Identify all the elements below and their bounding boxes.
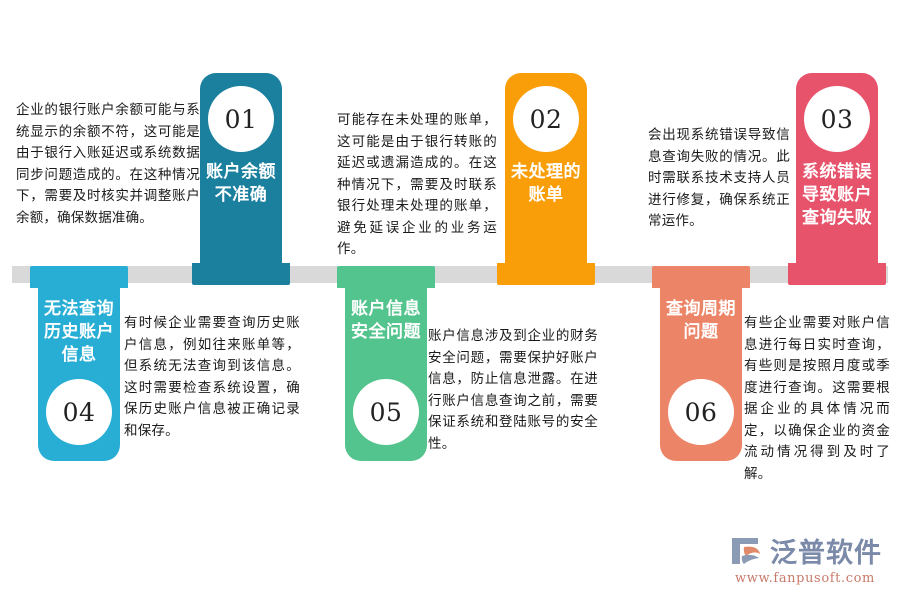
pillar-title-05: 账户信息安全问题 [351,299,421,342]
description-text-05: 账户信息涉及到企业的财务安全问题，需要保护好账户信息，防止信息泄露。在进行账户信… [428,328,598,452]
pillar-number-05: 05 [353,379,419,445]
brand-url: www.fanpusoft.com [735,571,875,586]
description-text-01: 企业的银行账户余额可能与系统显示的余额不符，这可能是由于银行入账延迟或系统数据同… [16,102,200,226]
pillar-title-03: 系统错误导致账户查询失败 [802,162,872,228]
pillar-number-03: 03 [804,86,870,152]
pillar-foot-02 [497,263,595,285]
pillar-foot-03 [788,263,886,285]
description-text-02: 可能存在未处理的账单，这可能是由于银行转账的延迟或遗漏造成的。在这种情况下，需要… [337,112,497,257]
brand-name: 泛普软件 [770,538,882,569]
pillar-title-01: 账户余额不准确 [206,162,276,205]
pillar-number-06: 06 [668,379,734,445]
pillar-number-02: 02 [513,86,579,152]
center-rail [12,266,888,283]
pillar-foot-01 [192,263,290,285]
pillar-title-06: 查询周期问题 [666,299,736,342]
pillar-foot-06 [652,266,750,288]
pillar-number-04: 04 [46,379,112,445]
pillar-title-04: 无法查询历史账户信息 [44,299,114,365]
description-text-03: 会出现系统错误导致信息查询失败的情况。此时需联系技术支持人员进行修复，确保系统正… [648,127,790,229]
logo-row: 泛普软件 [728,531,882,570]
description-text-06: 有些企业需要对账户信息进行每日实时查询，有些则是按照月度或季度进行查询。这需要根… [744,315,890,482]
pillar-foot-04 [30,266,128,288]
description-text-04: 有时候企业需要查询历史账户信息，例如往来账单等，但系统无法查询到该信息。这时需要… [124,315,300,439]
pillar-foot-05 [337,266,435,288]
fanpu-logo-icon [728,534,766,568]
pillar-number-01: 01 [208,86,274,152]
watermark-logo: 泛普软件 www.fanpusoft.com [728,531,882,586]
pillar-title-02: 未处理的账单 [511,162,581,205]
